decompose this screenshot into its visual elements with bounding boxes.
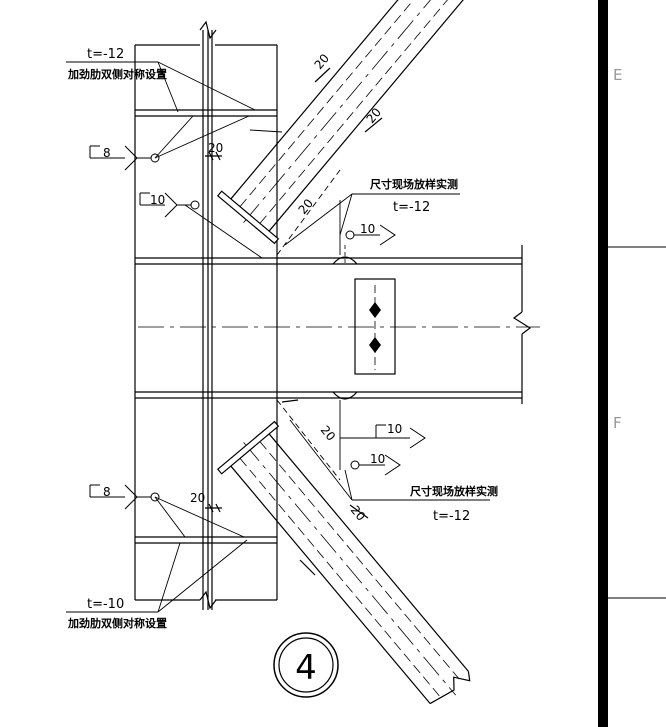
column <box>134 20 278 610</box>
dimension-20-b: 20 <box>190 491 205 505</box>
bolt-icon <box>369 337 381 353</box>
weld-size-left-bottom: 8 <box>103 485 111 499</box>
dimension-20-d: 20 <box>364 105 385 126</box>
bottom-plate-thickness: t=-10 <box>87 597 124 612</box>
gusset-plate <box>276 169 341 481</box>
dimension-20-f: 20 <box>318 423 339 444</box>
splice-plate <box>354 278 396 375</box>
detail-number-marker: 4 <box>273 632 339 698</box>
upper-brace <box>216 0 469 245</box>
dimension-marks <box>205 67 383 576</box>
grid-label-e: E <box>613 66 622 84</box>
beam <box>135 245 540 404</box>
upper-field-note: 尺寸现场放样实测 <box>370 177 458 191</box>
lower-brace <box>216 420 471 705</box>
weld-size-mid-upper: 10 <box>150 193 165 207</box>
dimension-20-e: 20 <box>296 196 317 217</box>
dimension-20-a: 20 <box>208 141 223 155</box>
bottom-stiffener-note: 加劲肋双侧对称设置 <box>67 616 167 630</box>
drawing-frame <box>598 0 666 727</box>
bolt-icon <box>369 302 381 318</box>
lower-field-note: 尺寸现场放样实测 <box>410 484 498 498</box>
weld-size-right-upper: 10 <box>360 222 375 236</box>
grid-label-f: F <box>613 414 622 432</box>
top-stiffener-note: 加劲肋双侧对称设置 <box>67 67 167 81</box>
upper-field-thickness: t=-12 <box>393 200 430 215</box>
weld-symbols <box>89 145 426 510</box>
top-plate-thickness: t=-12 <box>87 47 124 62</box>
weld-size-left-top: 8 <box>103 146 111 160</box>
detail-number: 4 <box>295 648 317 688</box>
leader-lines <box>66 61 490 613</box>
weld-size-right-lower-a: 10 <box>387 422 402 436</box>
lower-field-thickness: t=-12 <box>433 509 470 524</box>
weld-size-right-lower-b: 10 <box>370 452 385 466</box>
